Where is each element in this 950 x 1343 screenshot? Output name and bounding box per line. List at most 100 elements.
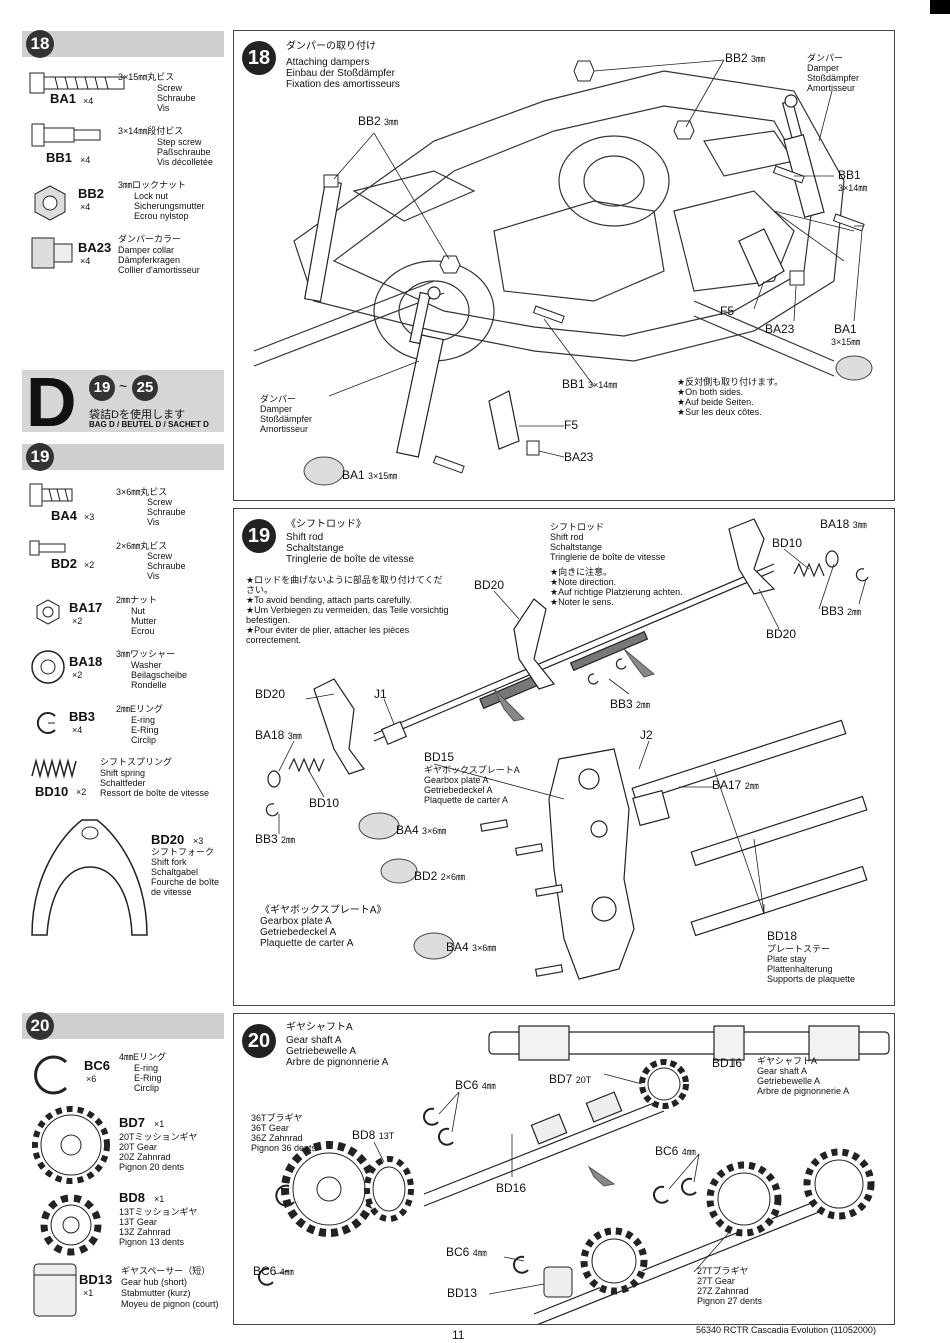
gear-shaft-diagram [258, 1025, 890, 1324]
part-desc-en: E-ring [134, 1063, 159, 1073]
part-qty: ×1 [154, 1194, 165, 1204]
label-bd10: BD10 [309, 796, 340, 810]
label-bb3: BB3 2㎜ [821, 604, 862, 618]
part-desc-fr: Pignon 13 dents [119, 1237, 185, 1247]
part-desc-fr: Vis [157, 103, 170, 113]
part-qty: ×1 [154, 1119, 165, 1129]
label-bb1: BB1 3×14㎜ [562, 377, 618, 391]
part-qty: ×4 [80, 256, 91, 266]
label-bd16: BD16 [496, 1181, 527, 1195]
step18-badge: 18 [26, 30, 54, 58]
label-bb3: BB3 2㎜ [255, 832, 296, 846]
part-desc-en: Washer [131, 660, 162, 670]
label-bb2: BB2 3㎜ [725, 51, 766, 65]
e-ring-icon [36, 712, 56, 734]
label-bd13: BD13 [447, 1286, 478, 1300]
label-ba18: BA18 3㎜ [820, 517, 867, 531]
gear-hub-icon [33, 1263, 77, 1317]
part-desc-fr: Vis [147, 517, 160, 527]
part-desc-en: E-ring [131, 715, 156, 725]
spring-icon [31, 758, 77, 779]
part-desc-en: 13T Gear [119, 1217, 157, 1227]
step18-parts-header [22, 31, 224, 57]
bag-jp: 袋詰Dを使用します [89, 409, 185, 421]
label-bc6: BC6 4㎜ [655, 1144, 696, 1158]
part-desc-de: Schraube [147, 561, 186, 571]
part-desc-de: Schraube [147, 507, 186, 517]
part-code: BC6 [84, 1058, 111, 1073]
step20-parts-header [22, 1013, 224, 1039]
part-desc-jp: 3㎜ワッシャー [116, 649, 176, 659]
part-desc-de: E-Ring [131, 725, 159, 735]
part-qty: ×4 [80, 155, 91, 165]
part-code: BB2 [78, 186, 105, 201]
part-desc-jp: ダンパーカラー [118, 234, 182, 244]
note-caution: ★ロッドを曲げないように部品を取り付けてください。★To avoid bendi… [246, 575, 449, 645]
part-desc-jp: 3×14㎜段付ビス [118, 126, 184, 136]
part-qty: ×3 [84, 512, 95, 522]
part-qty: ×3 [193, 836, 204, 846]
part-desc-en: Lock nut [134, 191, 169, 201]
step-title-de: Getriebewelle A [286, 1046, 357, 1057]
label-f5: F5 [564, 418, 579, 432]
label-ba23: BA23 [564, 450, 594, 464]
part-desc-fr: Collier d'amortisseur [118, 265, 200, 275]
part-desc-fr: Ecrou [131, 626, 155, 636]
range-from-badge: 19 [89, 375, 115, 401]
part-desc-de: Dämpferkragen [118, 255, 181, 265]
step-title-de: Schaltstange [286, 543, 344, 554]
part-desc-de: Mutter [131, 616, 157, 626]
part-desc-en: Nut [131, 606, 146, 616]
part-desc-de: Beilagscheibe [131, 670, 188, 680]
part-desc-en: Gear hub (short) [121, 1277, 188, 1287]
screw-icon [29, 540, 66, 556]
step18-panel: 18 ダンパーの取り付け Attaching dampers Einbau de… [233, 30, 895, 501]
part-qty: ×4 [72, 725, 83, 735]
step20-panel: 20 ギヤシャフトA Gear shaft A Getriebewelle A … [233, 1013, 895, 1325]
label-bd20: BD20 [766, 627, 797, 641]
bag-letter: D [26, 363, 77, 441]
page-number: 11 [452, 1328, 465, 1342]
nut-icon [36, 599, 60, 625]
part-desc-fr: Circlip [134, 1083, 160, 1093]
part-code: BB1 [46, 150, 73, 165]
label-bd8: BD8 13T [352, 1128, 395, 1142]
part-desc-jp: 13Tミッションギヤ [119, 1207, 198, 1217]
part-desc-fr: Moyeu de pignon (court) [121, 1299, 219, 1309]
part-code: BD2 [51, 556, 78, 571]
part-qty: ×2 [72, 616, 83, 626]
bag-line: BAG D / BEUTEL D / SACHET D [89, 420, 209, 429]
lock-nut-icon [34, 185, 66, 221]
step-screw-icon [31, 123, 101, 147]
part-desc-fr-2: de vitesse [151, 887, 192, 897]
gear-20t-icon [32, 1106, 110, 1184]
part-desc-en: Screw [147, 497, 173, 507]
part-code: BD20 [151, 832, 185, 847]
label-bb1-size: 3×14㎜ [838, 183, 868, 193]
damper-collar-icon [31, 237, 73, 269]
part-qty: ×1 [83, 1288, 94, 1298]
shift-rod-diagram [265, 518, 869, 980]
part-code: BD8 [119, 1190, 146, 1205]
label-bb3: BB3 2㎜ [610, 697, 651, 711]
step19-badge-large: 19 [242, 519, 276, 553]
part-desc-en: Screw [157, 83, 183, 93]
part-desc-fr: Ecrou nylstop [134, 211, 189, 221]
part-desc-fr: Rondelle [131, 680, 167, 690]
part-code: BA4 [51, 508, 78, 523]
part-desc-jp: 3×15㎜丸ビス [118, 72, 175, 82]
page-footer: 56340 RCTR Cascadia Evolution (11052000) [696, 1325, 876, 1335]
range-sep: ~ [119, 378, 128, 394]
step-title-jp: ダンパーの取り付け [286, 41, 376, 52]
part-code: BD10 [35, 784, 69, 799]
note-both-sides: ★反対側も取り付けます。★On both sides. ★Auf beide S… [677, 377, 784, 417]
part-code: BA1 [50, 91, 77, 106]
screw-icon [29, 72, 125, 94]
part-desc-de: Schaltgabel [151, 867, 199, 877]
part-desc-en: Damper collar [118, 245, 175, 255]
